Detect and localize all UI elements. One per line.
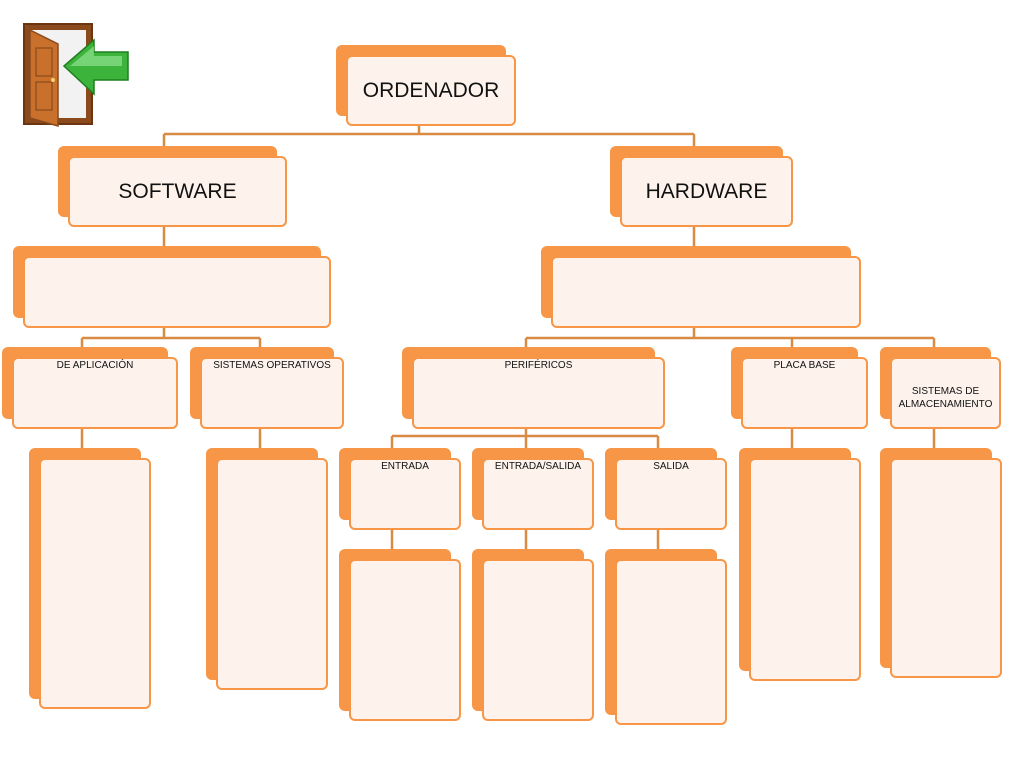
- node-sistemas-almacenamiento: SISTEMAS DE ALMACENAMIENTO: [880, 347, 1001, 429]
- node-label: [551, 256, 861, 328]
- node-label: PERIFÉRICOS: [412, 357, 665, 429]
- leaf-placa-base: [739, 448, 861, 681]
- node-label: ENTRADA/SALIDA: [482, 458, 594, 530]
- leaf-content: [749, 458, 861, 681]
- node-label: HARDWARE: [620, 156, 793, 227]
- leaf-content: [216, 458, 328, 690]
- node-placa-base: PLACA BASE: [731, 347, 868, 429]
- leaf-entrada: [339, 549, 461, 721]
- leaf-de-aplicacion: [29, 448, 151, 709]
- node-label: SISTEMAS DE ALMACENAMIENTO: [890, 357, 1001, 429]
- node-hardware: HARDWARE: [610, 146, 793, 227]
- node-ordenador: ORDENADOR: [336, 45, 516, 126]
- node-software-category: [13, 246, 331, 328]
- leaf-sistemas-operativos: [206, 448, 328, 690]
- node-entrada: ENTRADA: [339, 448, 461, 530]
- leaf-entrada-salida: [472, 549, 594, 721]
- node-de-aplicacion: DE APLICACIÓN: [2, 347, 178, 429]
- node-label: SOFTWARE: [68, 156, 287, 227]
- node-label: SALIDA: [615, 458, 727, 530]
- leaf-salida: [605, 549, 727, 725]
- node-software: SOFTWARE: [58, 146, 287, 227]
- node-label: ENTRADA: [349, 458, 461, 530]
- node-label: PLACA BASE: [741, 357, 868, 429]
- node-sistemas-operativos: SISTEMAS OPERATIVOS: [190, 347, 344, 429]
- leaf-content: [39, 458, 151, 709]
- leaf-content: [482, 559, 594, 721]
- leaf-content: [615, 559, 727, 725]
- node-salida: SALIDA: [605, 448, 727, 530]
- leaf-content: [349, 559, 461, 721]
- leaf-sistemas-almacenamiento: [880, 448, 1002, 678]
- node-label: SISTEMAS OPERATIVOS: [200, 357, 344, 429]
- node-label: [23, 256, 331, 328]
- node-hardware-category: [541, 246, 861, 328]
- leaf-content: [890, 458, 1002, 678]
- node-label: DE APLICACIÓN: [12, 357, 178, 429]
- node-perifericos: PERIFÉRICOS: [402, 347, 665, 429]
- node-entrada-salida: ENTRADA/SALIDA: [472, 448, 594, 530]
- node-label: ORDENADOR: [346, 55, 516, 126]
- exit-door-icon[interactable]: [22, 22, 132, 130]
